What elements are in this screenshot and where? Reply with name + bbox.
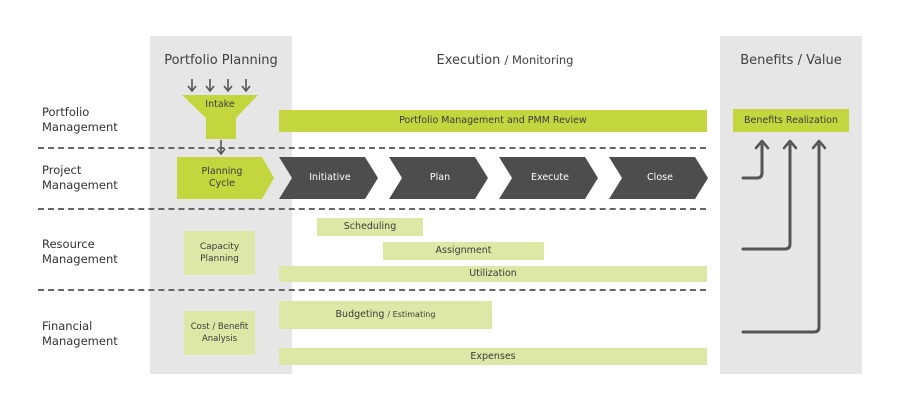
cost-benefit-analysis-box: Cost / Benefit Analysis bbox=[184, 311, 255, 355]
row-label-resource-management: Resource Management bbox=[42, 237, 118, 266]
budgeting-estimating-bar: Budgeting / Estimating bbox=[279, 301, 492, 329]
row-label-portfolio-management: Portfolio Management bbox=[42, 105, 118, 134]
intake-arrows-icon bbox=[187, 79, 251, 93]
portfolio-planning-header: Portfolio Planning bbox=[164, 53, 278, 68]
row-separator-3 bbox=[38, 289, 706, 291]
benefits-feedback-arrows bbox=[741, 143, 821, 334]
feedback-arrow-financial bbox=[741, 143, 821, 334]
budgeting-label: Budgeting bbox=[335, 309, 385, 320]
row-label-project-management: Project Management bbox=[42, 163, 118, 192]
intake-funnel-shape bbox=[182, 95, 258, 139]
feedback-arrow-resource bbox=[741, 143, 792, 251]
pmm-review-bar: Portfolio Management and PMM Review bbox=[279, 110, 707, 132]
intake-label: Intake bbox=[205, 99, 235, 110]
monitoring-header-text: / Monitoring bbox=[504, 53, 574, 67]
scheduling-bar: Scheduling bbox=[317, 218, 423, 236]
planning-cycle-shape bbox=[177, 157, 274, 199]
chevron-plan-shape bbox=[389, 157, 488, 199]
execution-header-text: Execution bbox=[436, 53, 501, 68]
capacity-planning-box: Capacity Planning bbox=[184, 231, 255, 275]
chevron-close-shape bbox=[609, 157, 708, 199]
planning-cycle-label: Planning Cycle bbox=[201, 166, 243, 189]
arrowhead-2-icon bbox=[782, 139, 798, 150]
row-separator-1 bbox=[38, 147, 706, 149]
chevron-initiative-shape bbox=[279, 157, 378, 199]
chevron-close-label: Close bbox=[647, 172, 673, 183]
benefits-realization-bar: Benefits Realization bbox=[733, 109, 849, 132]
utilization-bar: Utilization bbox=[279, 266, 707, 282]
assignment-bar: Assignment bbox=[383, 242, 544, 260]
arrowhead-3-icon bbox=[811, 139, 827, 150]
chevron-execute-shape bbox=[499, 157, 598, 199]
chevron-plan-label: Plan bbox=[429, 172, 451, 183]
feedback-arrow-project bbox=[741, 143, 764, 180]
chevron-initiative-label: Initiative bbox=[309, 172, 351, 183]
expenses-bar: Expenses bbox=[279, 348, 707, 365]
funnel-down-arrow-icon bbox=[216, 140, 226, 156]
row-label-financial-management: Financial Management bbox=[42, 319, 118, 348]
estimating-label: / Estimating bbox=[387, 310, 436, 319]
execution-monitoring-header: Execution / Monitoring bbox=[380, 53, 630, 68]
arrowhead-1-icon bbox=[754, 139, 770, 150]
benefits-value-header: Benefits / Value bbox=[740, 53, 842, 68]
row-separator-2 bbox=[38, 208, 706, 210]
chevron-execute-label: Execute bbox=[531, 172, 569, 183]
